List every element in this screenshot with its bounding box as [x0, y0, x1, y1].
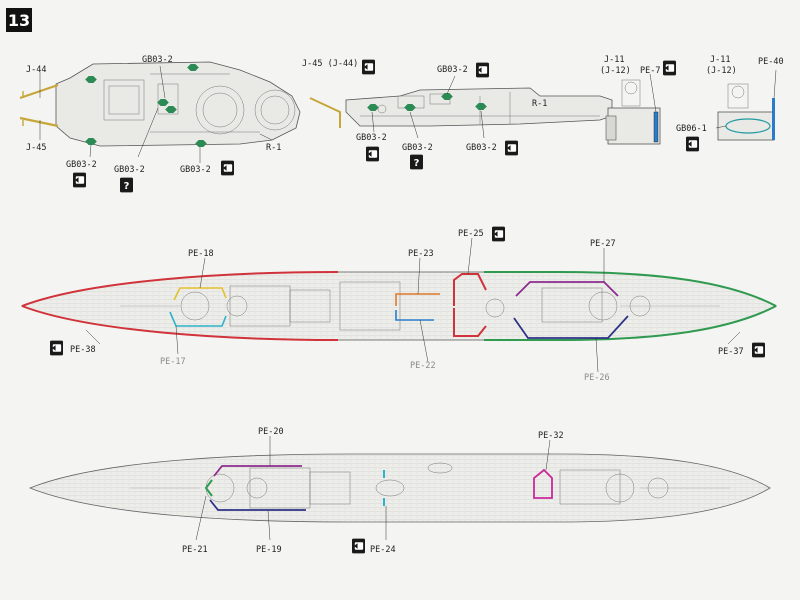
pe38-rail-bottom	[21, 305, 339, 341]
label-r1: R-1	[532, 99, 547, 109]
pe27-outline	[515, 281, 619, 297]
step-number: 13	[8, 11, 30, 30]
attach-arrow-icon	[752, 342, 765, 358]
turret-ring-2	[254, 89, 296, 131]
rail-j45	[19, 116, 59, 128]
label-pe32: PE-32	[538, 431, 564, 441]
rail-j45-j44	[309, 97, 341, 128]
crane-j11	[621, 79, 641, 107]
top-right-assembly: J-11 (J-12) PE-7 J-11 (J-12) PE-40 GB06-…	[600, 55, 784, 152]
label-r1: R-1	[266, 143, 281, 153]
question-icon: ?	[410, 154, 423, 170]
label-gb03-right: GB03-2	[180, 165, 211, 175]
attach-arrow-icon	[50, 340, 63, 356]
label-pe38: PE-38	[70, 345, 96, 355]
pe32-outline	[533, 468, 553, 499]
question-icon: ?	[120, 177, 133, 193]
svg-text:?: ?	[124, 181, 130, 192]
pe7-part	[653, 111, 659, 143]
label-pe23: PE-23	[408, 249, 434, 259]
attach-arrow-icon	[505, 140, 518, 156]
label-gb03-top: GB03-2	[142, 55, 173, 65]
label-pe24: PE-24	[370, 545, 396, 555]
label-gb03-right: GB03-2	[466, 143, 497, 153]
pe22-outline	[395, 310, 434, 321]
label-j45-j44: J-45 (J-44)	[302, 59, 358, 69]
turret-ring-1	[195, 85, 245, 135]
attach-arrow-icon	[492, 226, 505, 242]
label-j11-a: J-11	[604, 55, 624, 65]
pe20-outline	[213, 465, 302, 477]
label-j12-b: (J-12)	[706, 66, 737, 76]
pe21-outline	[204, 479, 213, 497]
top-left-assembly: J-44 J-45 GB03-2 GB03-2 GB03-2 GB03-2 R-…	[19, 55, 301, 193]
attach-arrow-icon	[476, 62, 489, 78]
pe17-outline	[169, 311, 227, 327]
attach-arrow-icon	[221, 160, 234, 176]
deck-hatch	[103, 79, 145, 121]
rail-j44	[19, 83, 59, 100]
label-pe25: PE-25	[458, 229, 484, 239]
attach-arrow-icon	[73, 172, 86, 188]
pe38-rail-top	[21, 271, 339, 307]
bridge-block	[157, 83, 179, 115]
svg-text:?: ?	[414, 158, 420, 169]
label-pe22: PE-22	[410, 361, 436, 371]
attach-arrow-icon	[352, 538, 365, 554]
crane-j11	[727, 83, 749, 109]
label-j11-b: J-11	[710, 55, 730, 65]
pe18-outline	[173, 287, 227, 301]
boat-deck-block	[607, 107, 661, 145]
middle-ship-plan: PE-18 PE-23 PE-25 PE-27 PE-38 PE-17 PE-2…	[20, 226, 777, 383]
label-j12-a: (J-12)	[600, 66, 631, 76]
label-pe19: PE-19	[256, 545, 282, 555]
attach-arrow-icon	[362, 59, 375, 75]
label-j45: J-45	[26, 143, 46, 153]
pe25-outline	[453, 273, 487, 337]
pe19-outline	[209, 499, 306, 511]
pe26-outline	[513, 315, 629, 339]
pe37-rail-top	[484, 271, 777, 307]
top-middle-assembly: J-45 (J-44) GB03-2 R-1 GB03-2 GB03-2 GB0…	[302, 59, 613, 170]
label-gb03-top: GB03-2	[437, 65, 468, 75]
bottom-ship-plan: PE-20 PE-32 PE-21 PE-19 PE-24	[28, 427, 771, 555]
label-pe17: PE-17	[160, 357, 186, 367]
label-pe26: PE-26	[584, 373, 610, 383]
label-pe37: PE-37	[718, 347, 744, 357]
attach-arrow-icon	[366, 146, 379, 162]
label-pe7: PE-7	[640, 66, 660, 76]
label-gb03-left: GB03-2	[66, 160, 97, 170]
label-pe18: PE-18	[188, 249, 214, 259]
pe37-rail-bottom	[484, 305, 777, 341]
label-j44: J-44	[26, 65, 46, 75]
label-gb03-mid: GB03-2	[402, 143, 433, 153]
label-pe21: PE-21	[182, 545, 208, 555]
pe40-part	[772, 98, 775, 140]
label-pe27: PE-27	[590, 239, 616, 249]
label-gb03-left: GB03-2	[356, 133, 387, 143]
step-badge: 13	[6, 8, 32, 32]
label-pe20: PE-20	[258, 427, 284, 437]
attach-arrow-icon	[663, 60, 676, 76]
label-pe40: PE-40	[758, 57, 784, 67]
attach-arrow-icon	[686, 136, 699, 152]
label-gb03-mid: GB03-2	[114, 165, 145, 175]
pe23-outline	[395, 293, 440, 306]
label-gb06: GB06-1	[676, 124, 707, 134]
